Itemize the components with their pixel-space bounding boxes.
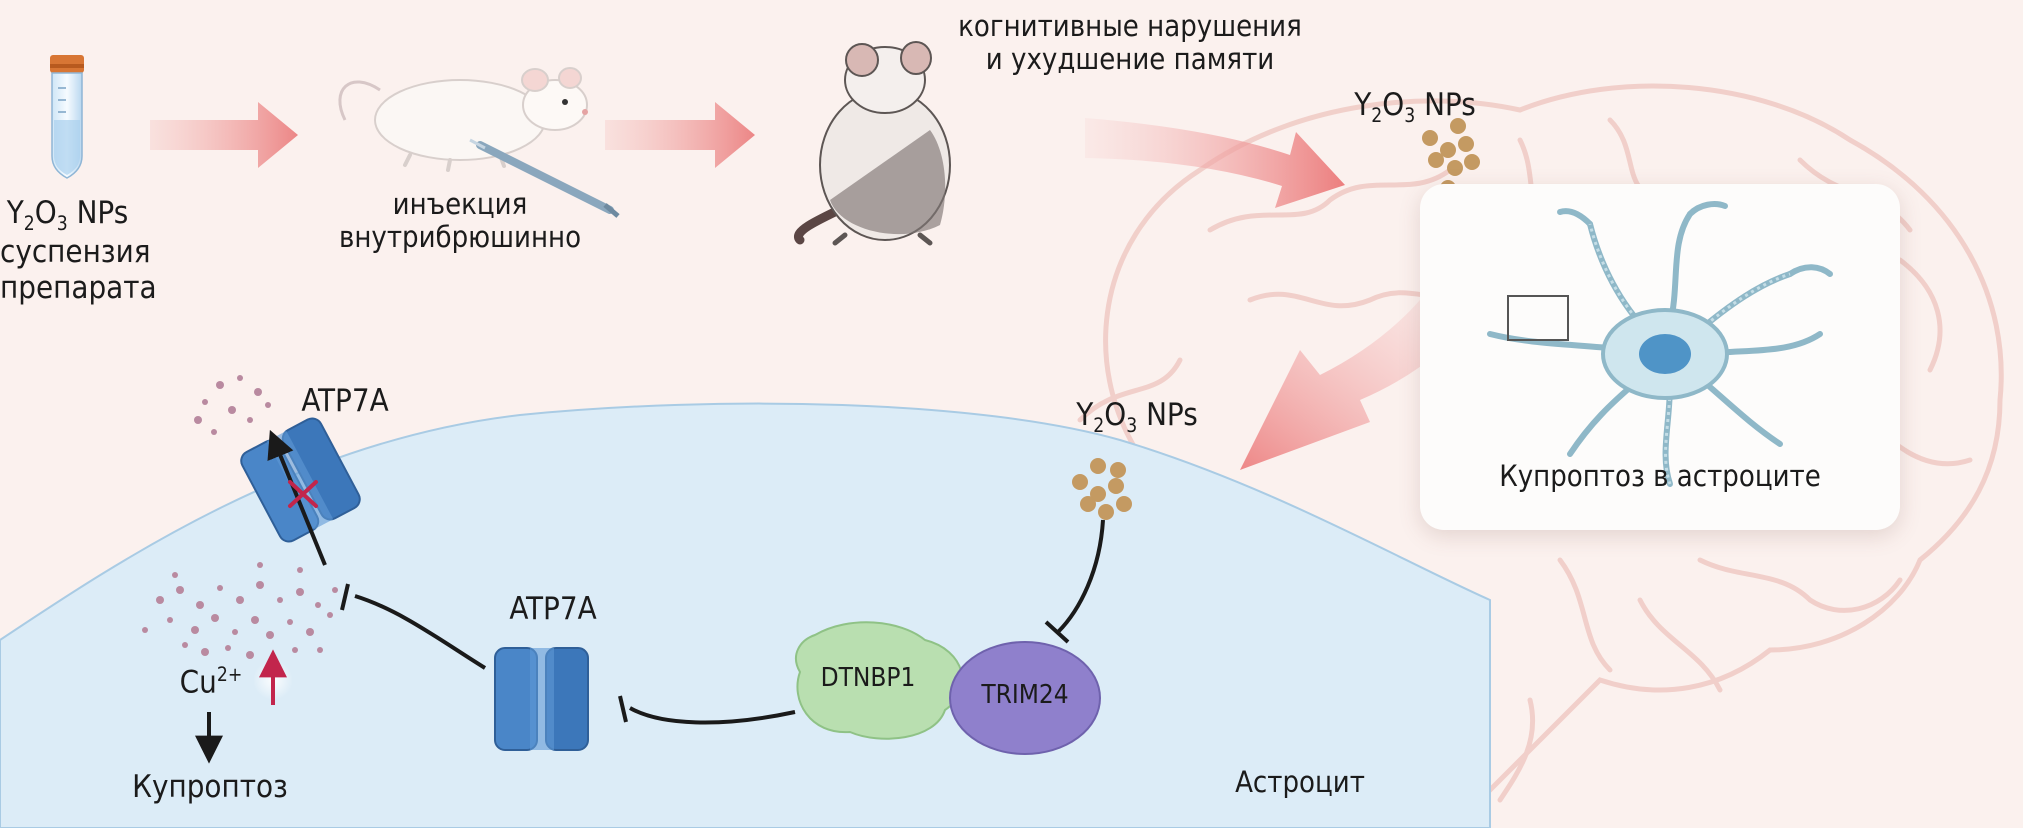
tube-formula-sub2: 3	[56, 212, 68, 236]
astrocyte-panel: Купроптоз в астроците	[1420, 184, 1900, 530]
transporter-icon-mid	[494, 647, 589, 751]
inhibition-np-to-trim24	[1056, 519, 1105, 634]
inhibition-bar-top	[340, 583, 350, 611]
tube-label: Y2O3 NPs суспензия препарата	[0, 195, 157, 307]
flow-arrow-1	[150, 102, 298, 168]
effect-line1: когнитивные нарушения	[958, 9, 1302, 43]
astrocyte-cell	[0, 402, 1491, 828]
np-cell-label: Y2O3 NPs	[1076, 397, 1198, 438]
copper-dots-inside	[142, 562, 338, 659]
tube-formula: Y2O3 NPs	[6, 195, 129, 236]
formula-subscript: 2	[1093, 414, 1105, 438]
np-brain-label: Y2O3 NPs	[1354, 87, 1476, 128]
injection-line2: внутрибрюшинно	[338, 220, 582, 255]
tube-formula-sub1: 2	[23, 212, 35, 236]
cuproptosis-label: Купроптоз	[132, 769, 288, 805]
injection-label: инъекция внутрибрюшинно	[330, 187, 590, 255]
mouse-sitting-icon	[793, 41, 951, 246]
effect-line2: и ухудшение памяти	[985, 42, 1275, 77]
inhibition-bar-trim24	[1044, 620, 1070, 644]
flow-arrow-back	[1240, 300, 1470, 470]
atp7a-top-label: ATP7A	[301, 383, 389, 419]
trim24-label: TRIM24	[981, 680, 1069, 710]
panel-caption: Купроптоз в астроците	[1499, 459, 1821, 493]
inhibition-dtnbp1-to-atp7a	[629, 706, 796, 725]
tube-line2: суспензия	[0, 234, 151, 271]
flow-arrow-2	[605, 102, 755, 168]
formula-subscript: 3	[1126, 414, 1138, 438]
injection-line1: инъекция	[392, 187, 528, 221]
flow-arrow-3	[1085, 118, 1345, 208]
nanoparticle-cluster-cell	[1072, 458, 1132, 520]
trim24-shape	[949, 641, 1101, 755]
astrocyte-label: Астроцит	[1235, 765, 1365, 799]
formula-subscript: 3	[1404, 104, 1416, 128]
nanoparticle-cluster-icon	[1422, 118, 1480, 196]
mouse-injection-icon	[338, 67, 620, 218]
formula-subscript: 2	[1371, 104, 1383, 128]
cu-charge: 2+	[216, 663, 243, 686]
test-tube-icon	[50, 55, 84, 179]
effect-label: когнитивные нарушения и ухудшение памяти	[950, 9, 1310, 77]
inhibit-cross	[288, 480, 318, 508]
inhibition-atp7a-to-top	[354, 594, 487, 670]
zoom-box	[1507, 295, 1569, 341]
dtnbp1-label: DTNBP1	[820, 663, 916, 693]
cu-label: Cu2+	[176, 663, 246, 701]
atp7a-mid-label: ATP7A	[509, 591, 597, 627]
dtnbp1-shape	[795, 621, 964, 740]
copper-dots-outside	[194, 375, 271, 435]
tube-line3: препарата	[0, 269, 157, 306]
inhibition-bar-mid	[618, 695, 628, 723]
cu-symbol: Cu	[179, 664, 217, 701]
astrocyte-icon	[1487, 201, 1833, 487]
tube-formula-tail: NPs	[67, 195, 129, 231]
